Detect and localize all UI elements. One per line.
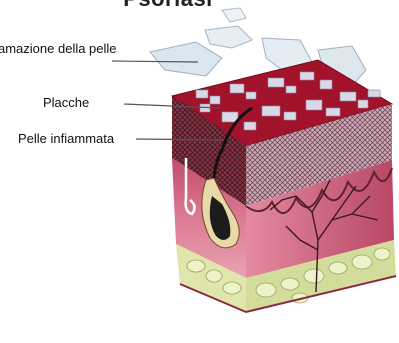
- label-inflamed-skin: Pelle infiammata: [18, 131, 114, 147]
- label-desquamation: amazione della pelle: [0, 41, 117, 57]
- label-plaques: Placche: [43, 95, 89, 111]
